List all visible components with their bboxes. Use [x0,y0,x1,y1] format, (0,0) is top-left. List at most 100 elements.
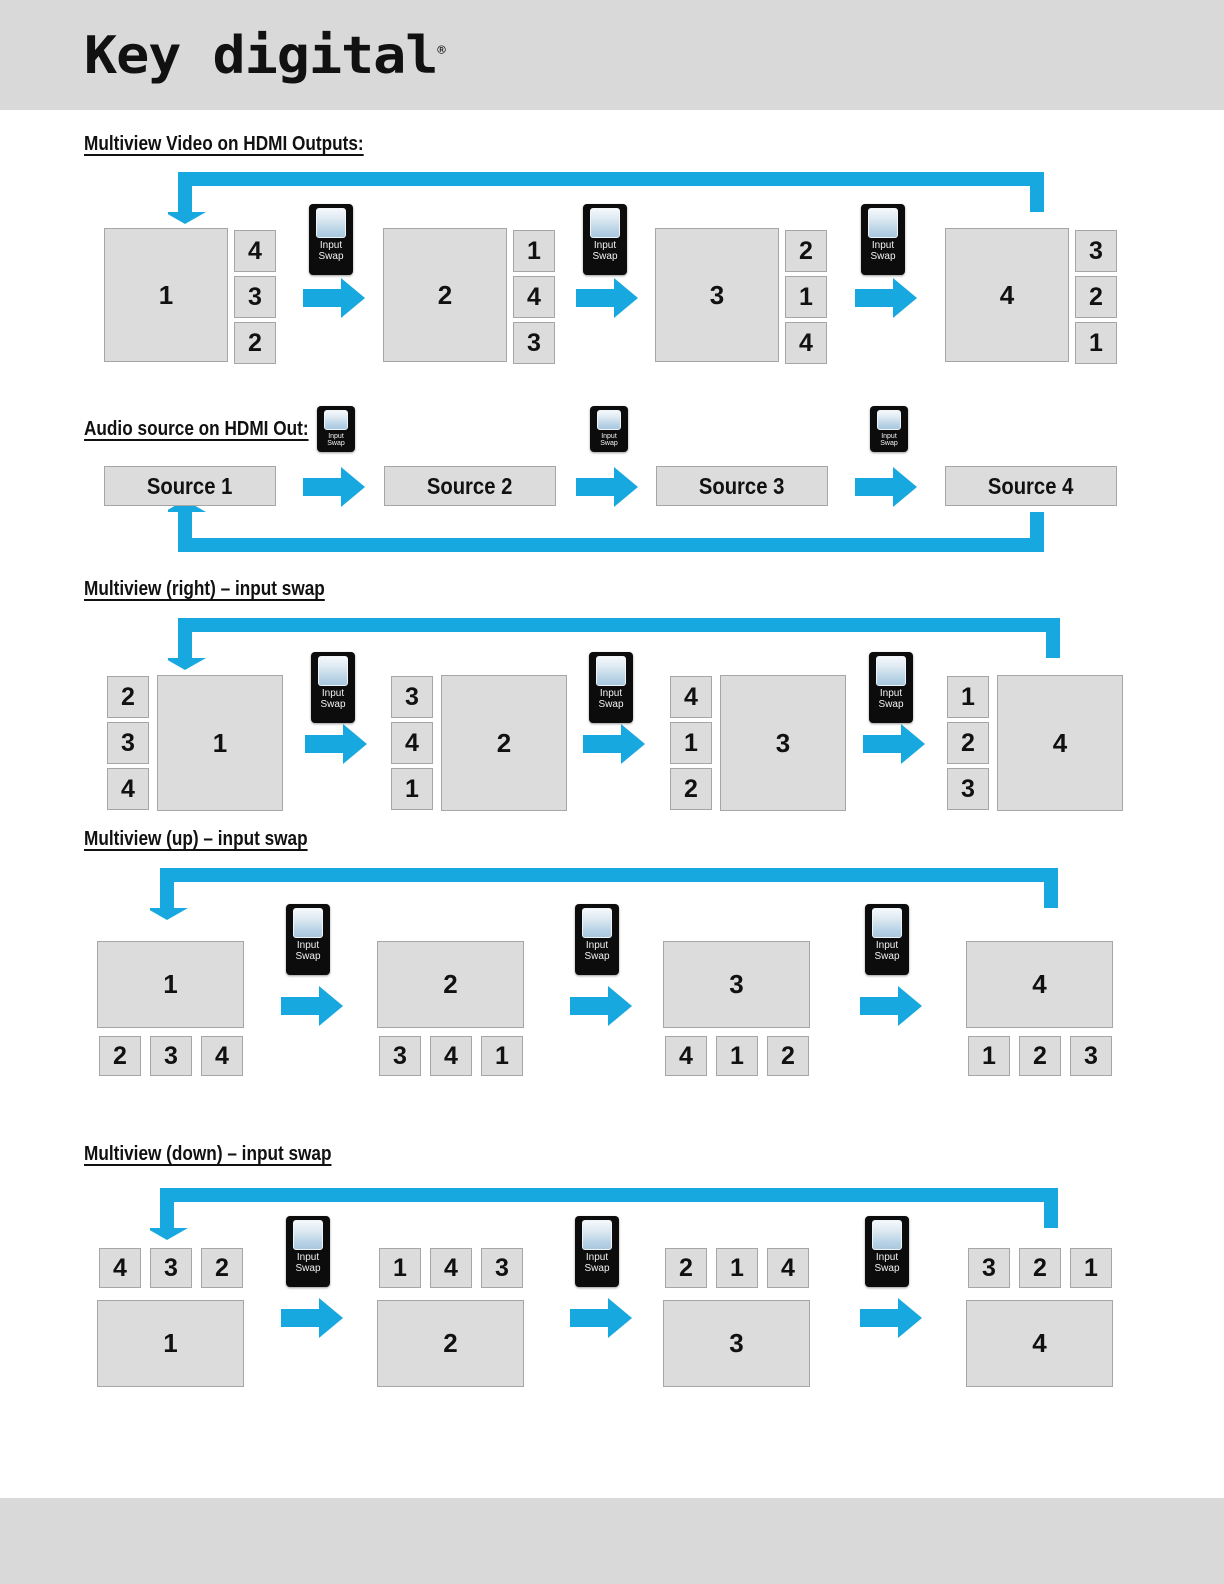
input-swap-button[interactable]: Input Swap [870,406,908,452]
heading-multiview-right-input-swap: Multiview (right) – input swap [84,578,325,600]
multiview-small-box: 4 [430,1248,472,1288]
flow-arrow-right [303,467,365,507]
input-swap-button[interactable]: Input Swap [575,904,619,975]
input-swap-label-line1: Input [328,433,344,440]
multiview-small-box: 4 [391,722,433,764]
audio-source-box: Source 1 [104,466,276,506]
input-swap-pad-icon [872,908,902,938]
input-swap-button[interactable]: Input Swap [311,652,355,723]
flow-arrow-right [855,467,917,507]
multiview-small-box: 4 [99,1248,141,1288]
multiview-small-box: 2 [947,722,989,764]
input-swap-pad-icon [597,410,621,430]
input-swap-pad-icon [293,1220,323,1250]
input-swap-pad-icon [316,208,346,238]
input-swap-button[interactable]: Input Swap [286,904,330,975]
input-swap-label-line1: Input [601,433,617,440]
multiview-small-box: 4 [234,230,276,272]
multiview-small-box: 1 [968,1036,1010,1076]
input-swap-pad-icon [872,1220,902,1250]
flow-arrow-right [860,1298,922,1338]
input-swap-label-line2: Swap [870,250,896,262]
flow-arrow-right [281,1298,343,1338]
loop-connector-section-2 [168,500,1044,552]
multiview-small-box: 3 [947,768,989,810]
loop-connector-section-5 [150,1188,1058,1240]
input-swap-pad-icon [877,410,901,430]
input-swap-label-line1: Input [585,1252,609,1263]
multiview-small-box: 4 [785,322,827,364]
input-swap-pad-icon [582,1220,612,1250]
multiview-main-box: 2 [377,941,524,1028]
multiview-small-box: 2 [107,676,149,718]
input-swap-button[interactable]: Input Swap [869,652,913,723]
input-swap-label-line1: Input [585,940,609,951]
heading-multiview-video-hdmi-outputs: Multiview Video on HDMI Outputs: [84,133,364,155]
input-swap-pad-icon [324,410,348,430]
multiview-small-box: 4 [665,1036,707,1076]
input-swap-button[interactable]: Input Swap [309,204,353,275]
input-swap-pad-icon [876,656,906,686]
multiview-small-box: 3 [1075,230,1117,272]
multiview-small-box: 4 [430,1036,472,1076]
heading-multiview-up-input-swap: Multiview (up) – input swap [84,828,308,850]
multiview-small-box: 1 [1070,1248,1112,1288]
flow-arrow-right [305,724,367,764]
multiview-main-box: 1 [97,1300,244,1387]
multiview-main-box: 2 [441,675,567,811]
multiview-main-box: 2 [383,228,507,362]
input-swap-label-line1: Input [321,688,345,699]
multiview-small-box: 1 [716,1036,758,1076]
input-swap-label-line1: Input [875,940,899,951]
loop-connector-section-4 [150,868,1058,920]
input-swap-pad-icon [590,208,620,238]
multiview-main-box: 3 [663,1300,810,1387]
multiview-small-box: 4 [201,1036,243,1076]
multiview-small-box: 3 [379,1036,421,1076]
multiview-main-box: 4 [945,228,1069,362]
input-swap-button[interactable]: Input Swap [861,204,905,275]
input-swap-button[interactable]: Input Swap [590,406,628,452]
input-swap-label-line2: Swap [584,950,610,962]
multiview-small-box: 2 [1075,276,1117,318]
input-swap-label-line2: Swap [598,698,624,710]
multiview-main-box: 3 [663,941,810,1028]
logo-wordmark: Key digital [84,26,438,86]
heading-audio-source-on-hdmi-out: Audio source on HDMI Out: [84,418,309,440]
multiview-main-box: 4 [997,675,1123,811]
multiview-main-box: 3 [720,675,846,811]
input-swap-button[interactable]: Input Swap [865,1216,909,1287]
input-swap-button[interactable]: Input Swap [317,406,355,452]
flow-arrow-right [303,278,365,318]
multiview-small-box: 2 [201,1248,243,1288]
flow-arrow-right [860,986,922,1026]
input-swap-pad-icon [582,908,612,938]
audio-source-label: Source 4 [988,472,1074,499]
input-swap-label-line1: Input [881,433,897,440]
audio-source-label: Source 3 [699,472,785,499]
input-swap-pad-icon [318,656,348,686]
input-swap-button[interactable]: Input Swap [865,904,909,975]
input-swap-button[interactable]: Input Swap [286,1216,330,1287]
input-swap-label-line1: Input [871,240,895,251]
flow-arrow-right [863,724,925,764]
input-swap-button[interactable]: Input Swap [589,652,633,723]
multiview-small-box: 3 [968,1248,1010,1288]
loop-connector-section-3 [168,618,1060,670]
multiview-small-box: 1 [481,1036,523,1076]
input-swap-label-line2: Swap [600,440,618,448]
input-swap-label-line2: Swap [584,1262,610,1274]
multiview-small-box: 3 [513,322,555,364]
input-swap-label-line1: Input [875,1252,899,1263]
multiview-main-box: 1 [97,941,244,1028]
input-swap-label-line2: Swap [320,698,346,710]
input-swap-button[interactable]: Input Swap [575,1216,619,1287]
multiview-small-box: 1 [391,768,433,810]
flow-arrow-right [583,724,645,764]
multiview-main-box: 4 [966,1300,1113,1387]
multiview-small-box: 1 [379,1248,421,1288]
multiview-main-box: 1 [157,675,283,811]
input-swap-pad-icon [293,908,323,938]
multiview-small-box: 2 [1019,1248,1061,1288]
input-swap-button[interactable]: Input Swap [583,204,627,275]
